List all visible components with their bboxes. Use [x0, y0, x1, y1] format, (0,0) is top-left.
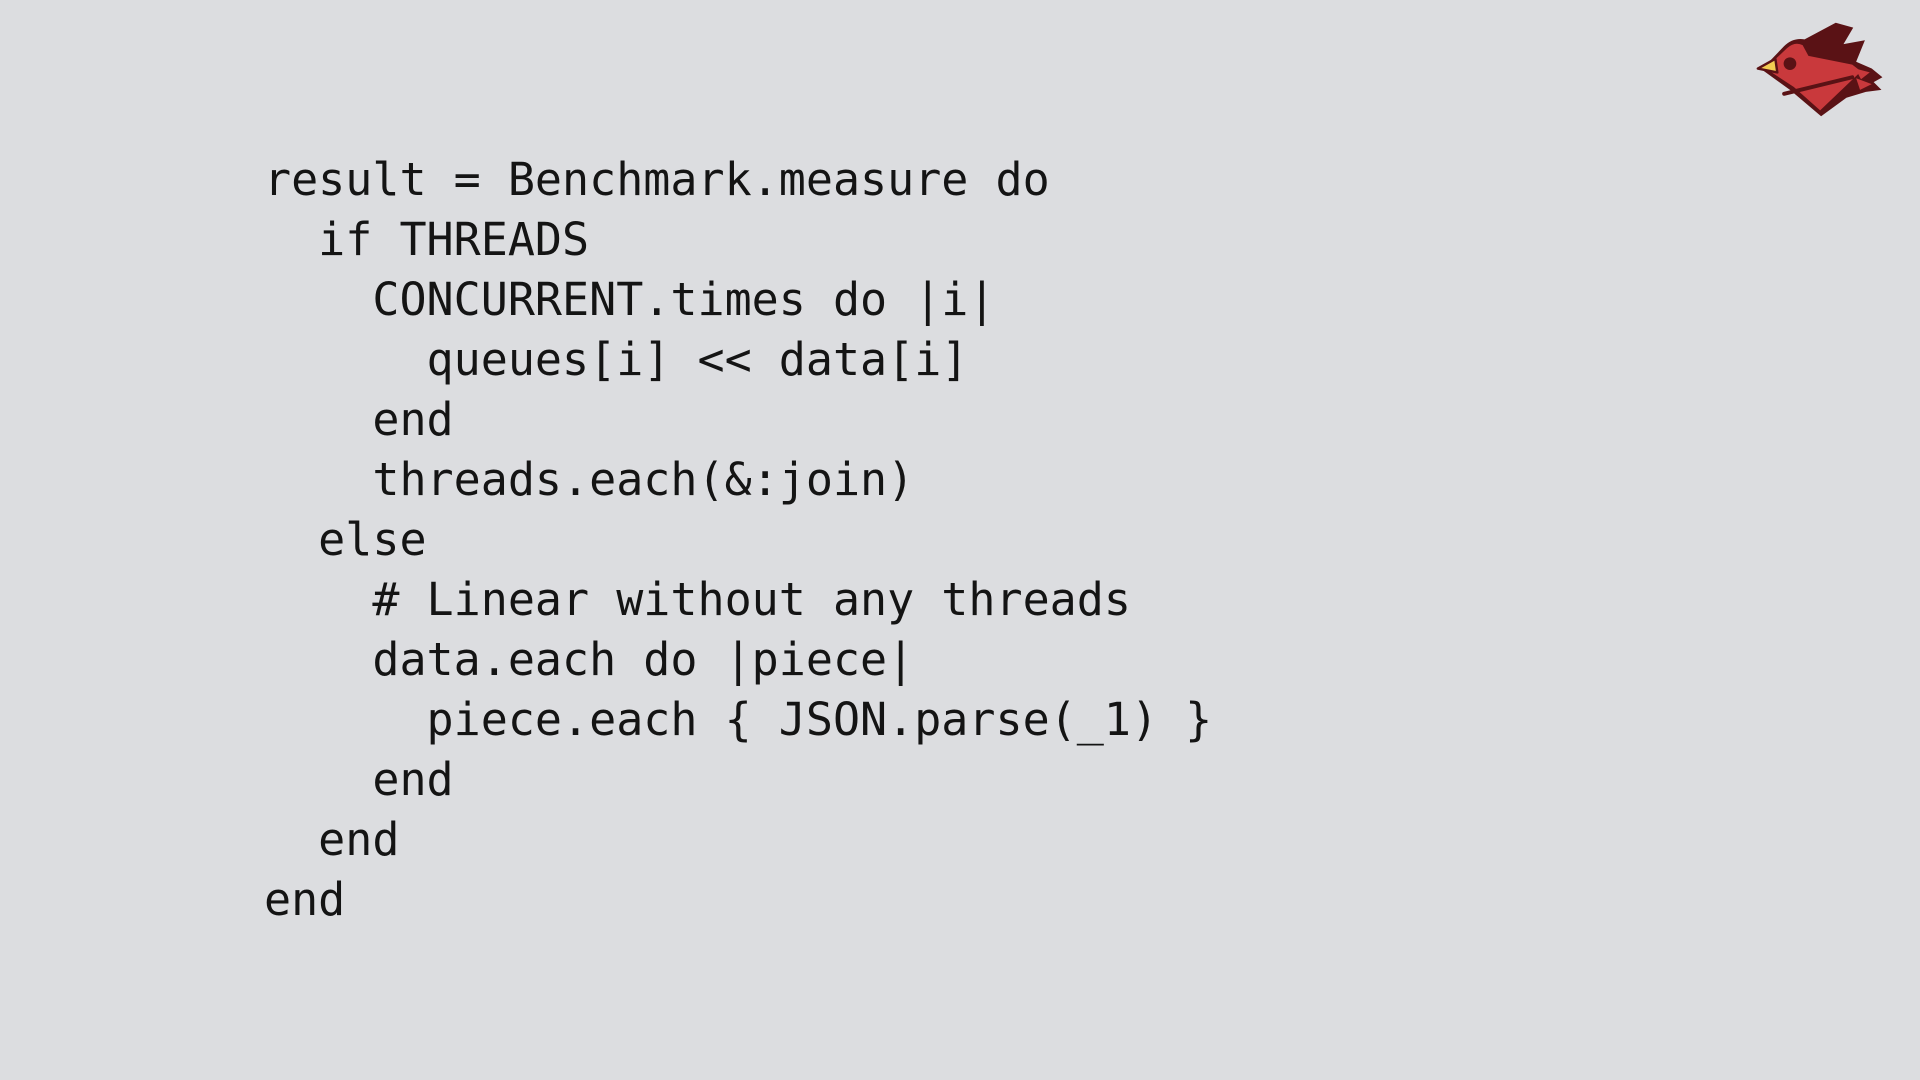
code-block: result = Benchmark.measure do if THREADS… [264, 150, 1212, 930]
bird-beak-icon [1756, 57, 1779, 74]
code-line: end [264, 393, 454, 446]
code-line: data.each do |piece| [264, 633, 915, 686]
code-line: end [264, 873, 346, 926]
code-line: threads.each(&:join) [264, 453, 915, 506]
bird-eye-icon [1783, 57, 1797, 70]
code-line: else [264, 513, 427, 566]
code-line: # Linear without any threads [264, 573, 1131, 626]
bird-foot [1856, 78, 1872, 90]
code-line: queues[i] << data[i] [264, 333, 969, 386]
bird-wing-crease [1782, 75, 1855, 96]
code-line: end [264, 753, 454, 806]
red-bird-logo [1756, 22, 1883, 117]
code-line: piece.each { JSON.parse(_1) } [264, 693, 1213, 746]
bird-foot [1855, 68, 1870, 80]
code-line: result = Benchmark.measure do [264, 153, 1050, 206]
code-line: end [264, 813, 400, 866]
code-line: if THREADS [264, 213, 590, 266]
code-line: CONCURRENT.times do |i| [264, 273, 996, 326]
